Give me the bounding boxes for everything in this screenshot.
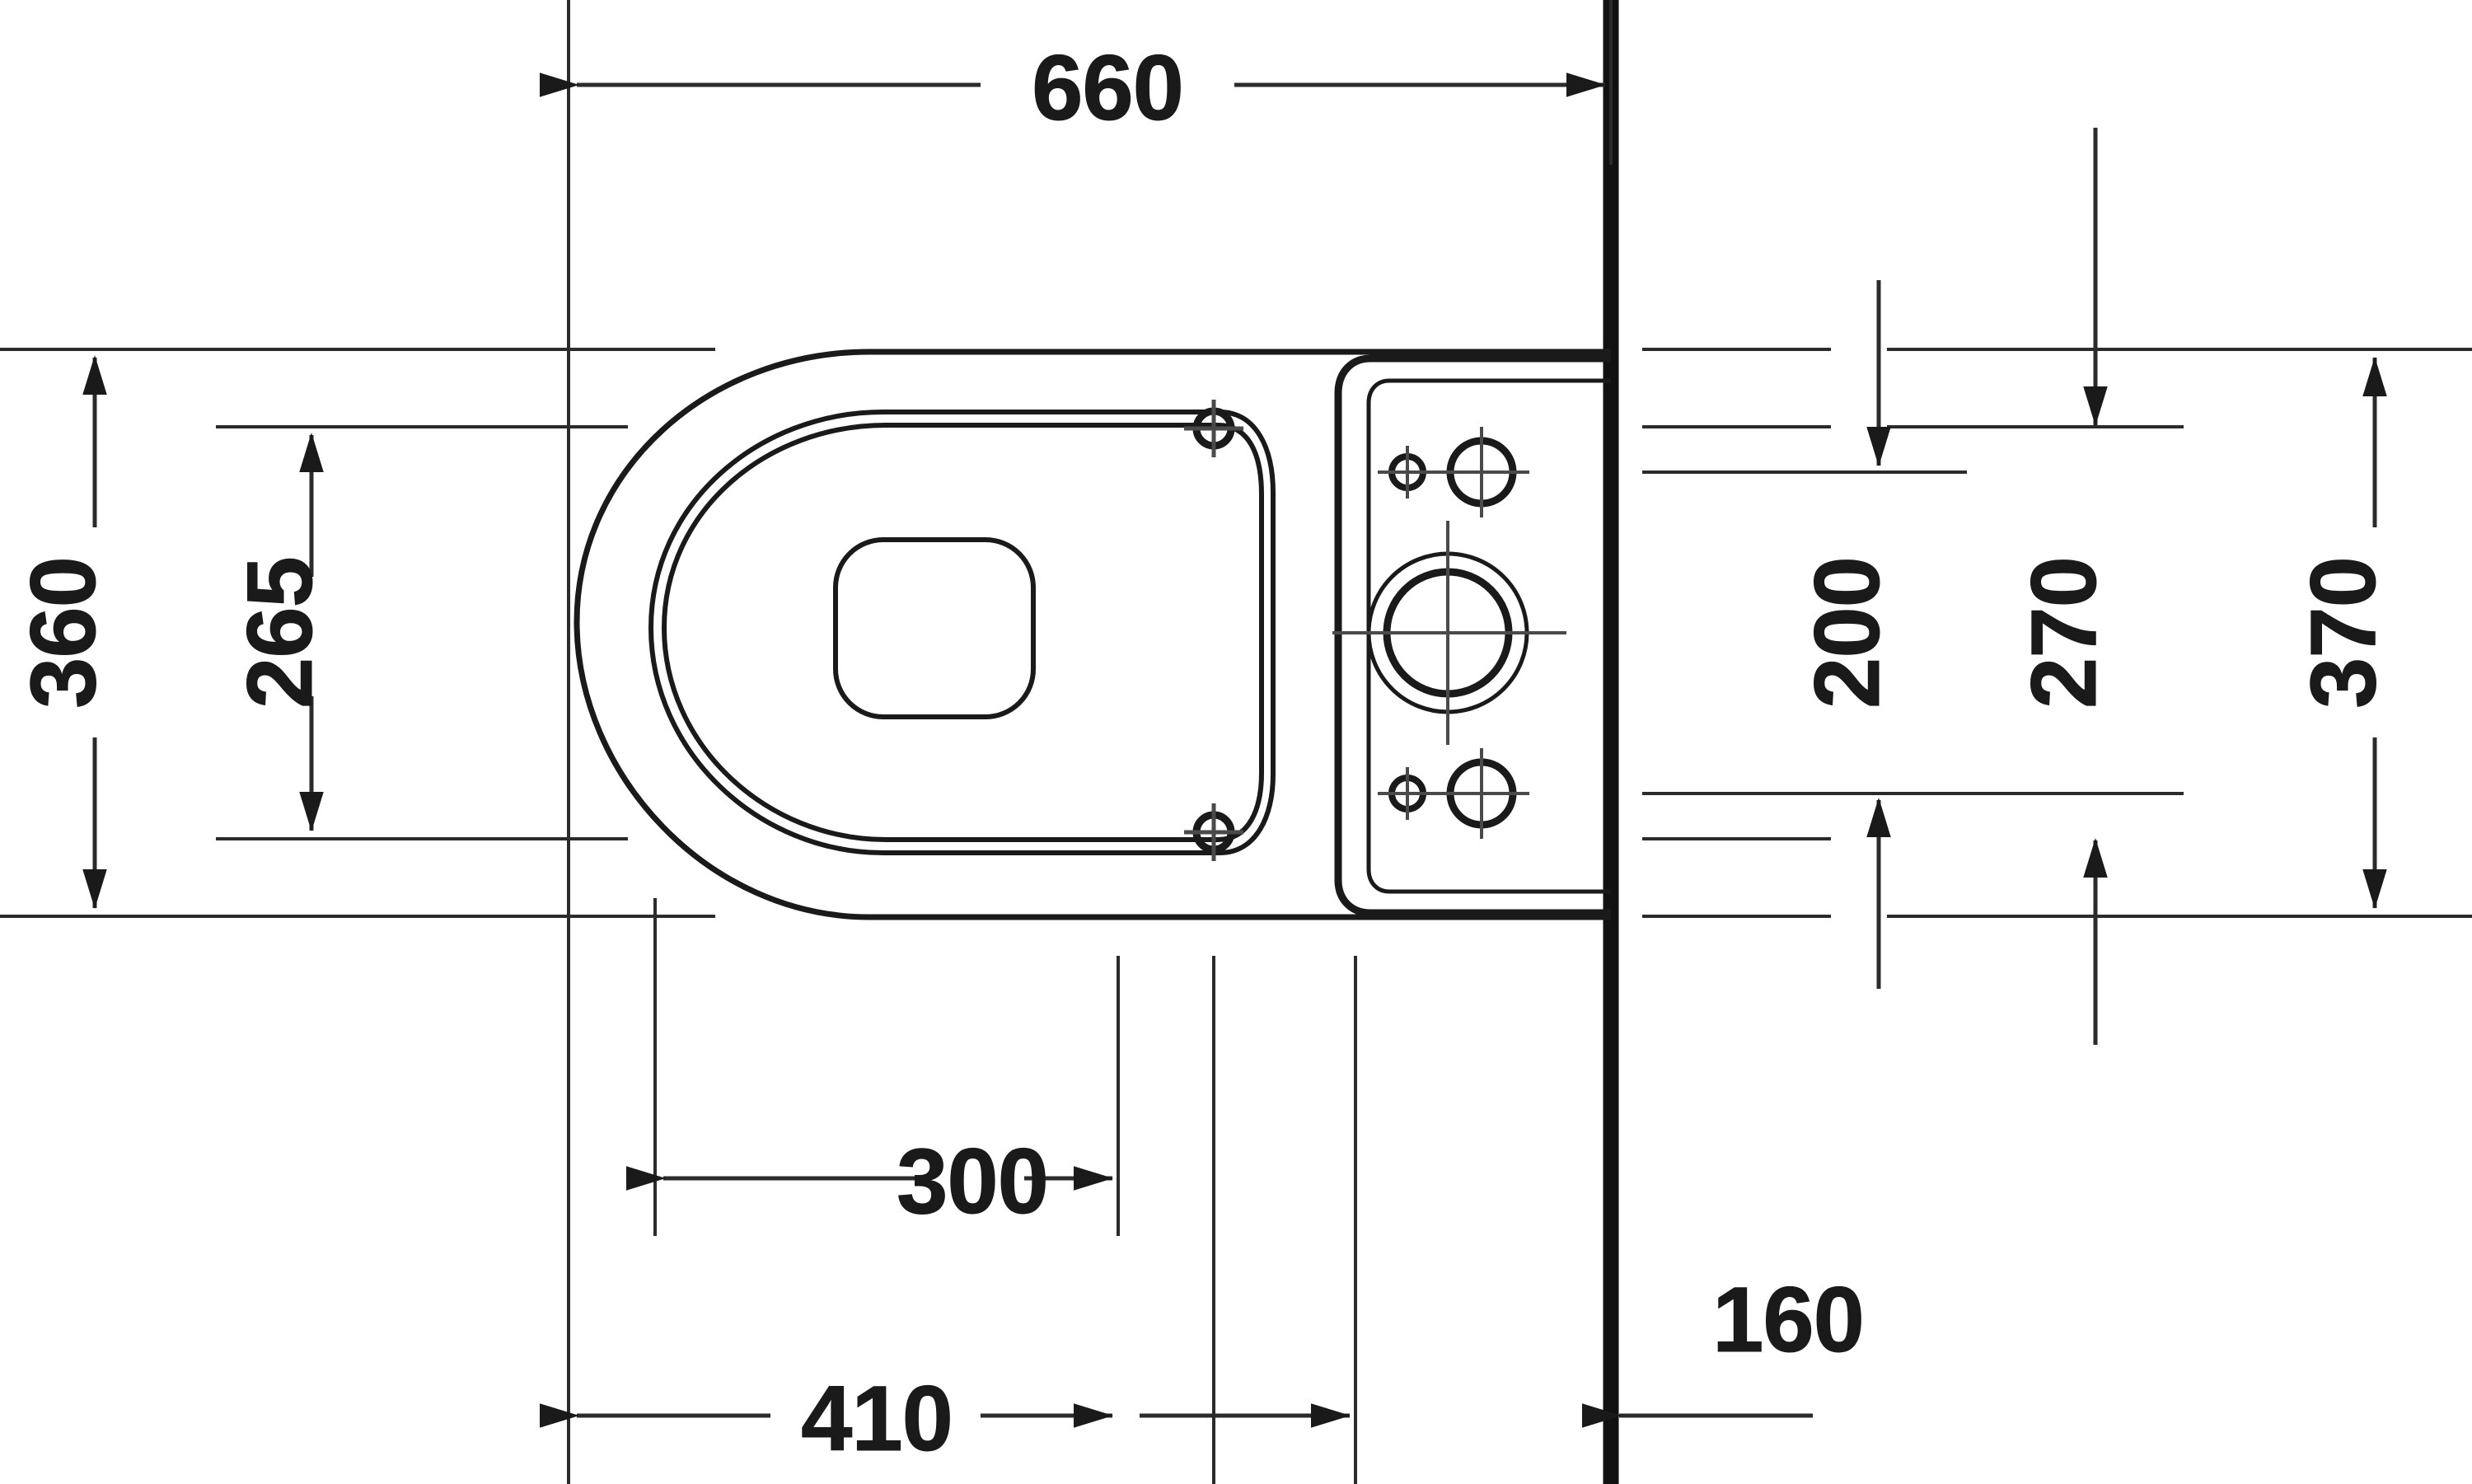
bowl-opening: [833, 537, 1036, 719]
dimension-label-160: 160: [1712, 1268, 1864, 1371]
dimension-660: 660: [540, 0, 1613, 165]
dimension-label-200: 200: [1795, 557, 1898, 709]
dimension-360: 360: [12, 354, 115, 910]
fixing-hole-small-top: [1378, 446, 1437, 499]
fixing-hole-small-bottom: [1378, 767, 1437, 820]
dimension-label-410: 410: [801, 1367, 953, 1470]
dimension-label-265: 265: [228, 557, 331, 709]
dimension-270: 270: [2012, 128, 2116, 1045]
dimension-200: 200: [1795, 280, 1899, 989]
fixing-hole-large-top: [1434, 427, 1529, 517]
fixing-hole-large-bottom: [1434, 748, 1529, 839]
dimension-label-360: 360: [12, 557, 115, 709]
dimension-label-300: 300: [897, 1130, 1048, 1233]
dimension-label-660: 660: [1032, 36, 1183, 139]
dimension-370: 370: [2292, 356, 2395, 910]
dimension-label-270: 270: [2012, 557, 2115, 709]
dimension-410: 410: [540, 1367, 1351, 1471]
dimension-label-370: 370: [2292, 557, 2395, 709]
outlet-flange: [1332, 521, 1566, 745]
bowl-fixing-mark-top: [1184, 400, 1243, 457]
bowl-fixing-mark-bottom: [1184, 803, 1243, 861]
dimension-160: 160: [1582, 1268, 1865, 1428]
toilet-seat-ring: [648, 409, 1276, 856]
dimension-265: 265: [228, 432, 332, 832]
toilet-body: [574, 349, 1611, 920]
dimension-300: 300: [626, 1130, 1114, 1234]
